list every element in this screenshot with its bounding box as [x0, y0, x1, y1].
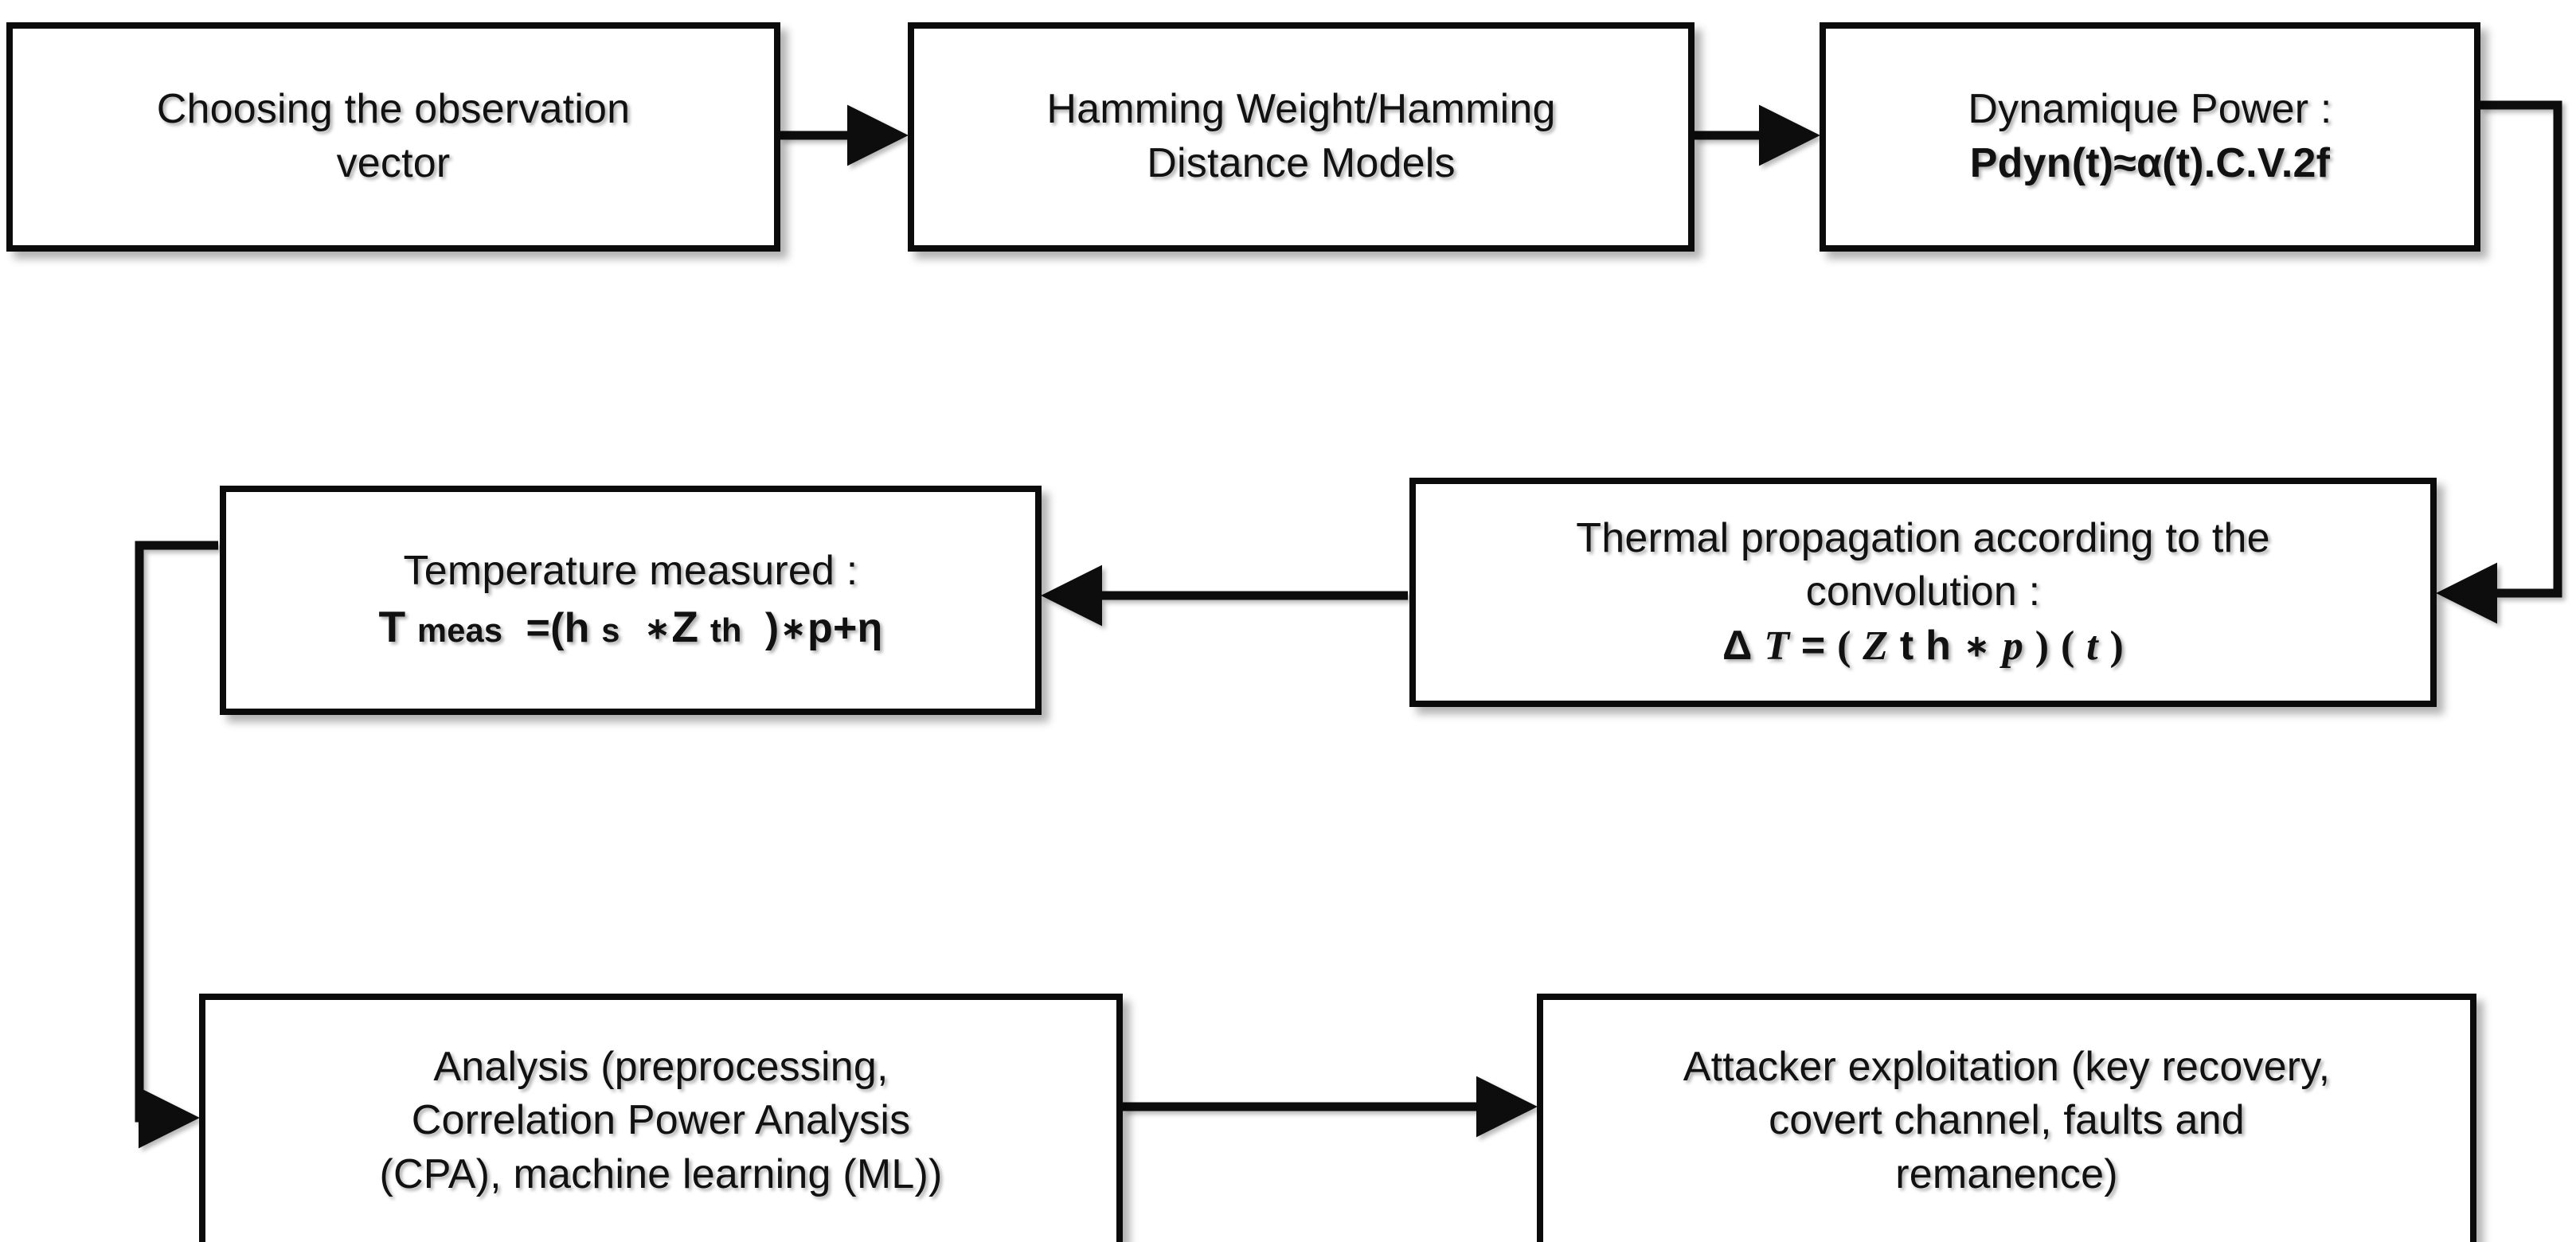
node-temperature-text: Temperature measured : T meas =(h s ∗Z t… [226, 545, 1035, 655]
formula-token-eq: =(h [526, 604, 590, 651]
node-observation-line1: Choosing the observation [156, 86, 631, 133]
node-thermal-line1: Thermal propagation according to the [1576, 514, 2270, 561]
node-hamming-line2: Distance Models [1147, 140, 1456, 186]
node-analysis[interactable]: Analysis (preprocessing, Correlation Pow… [199, 994, 1123, 1242]
formula-token-t: t [2086, 623, 2098, 669]
formula-token-close-paren: ) [2035, 623, 2050, 669]
node-analysis-line1: Analysis (preprocessing, [433, 1043, 889, 1090]
formula-token-th: th [709, 611, 742, 649]
node-thermal-text: Thermal propagation according to the con… [1416, 512, 2430, 674]
node-observation-vector[interactable]: Choosing the observation vector [6, 22, 780, 252]
node-dynpower-text: Dynamique Power : Pdyn(t)≈α(t).C.V.2f [1826, 83, 2474, 190]
node-temperature-label: Temperature measured : [403, 548, 858, 595]
node-dynpower-formula: Pdyn(t)≈α(t).C.V.2f [1969, 140, 2331, 186]
node-observation-line2: vector [336, 140, 451, 186]
node-attacker-text: Attacker exploitation (key recovery, cov… [1543, 1041, 2470, 1202]
formula-token-Z: Z [671, 601, 699, 651]
formula-token-eq: = [1800, 622, 1826, 669]
node-analysis-line2: Correlation Power Analysis [411, 1097, 911, 1144]
node-hamming-text: Hamming Weight/Hamming Distance Models [914, 83, 1688, 190]
node-analysis-line3: (CPA), machine learning (ML)) [379, 1150, 943, 1197]
formula-token-T: T [1764, 623, 1790, 669]
node-dynamic-power[interactable]: Dynamique Power : Pdyn(t)≈α(t).C.V.2f [1820, 22, 2480, 252]
formula-token-convolution-1: ∗ [644, 611, 670, 646]
node-temperature-measured[interactable]: Temperature measured : T meas =(h s ∗Z t… [220, 486, 1042, 715]
node-thermal-formula: Δ T = ( Z t h ∗ p ) ( t ) [1427, 619, 2419, 674]
node-attacker-line2: covert channel, faults and [1769, 1097, 2245, 1144]
formula-token-t-open-paren: ( [2060, 623, 2075, 669]
formula-token-delta: Δ [1722, 622, 1753, 669]
node-thermal-line2: convolution : [1805, 568, 2041, 615]
formula-token-open-paren: ( [1837, 623, 1851, 669]
formula-token-t-close-paren: ) [2109, 623, 2124, 669]
formula-token-close-paren: ) [764, 604, 780, 651]
node-hamming-models[interactable]: Hamming Weight/Hamming Distance Models [908, 22, 1695, 252]
node-analysis-text: Analysis (preprocessing, Correlation Pow… [205, 1041, 1116, 1202]
formula-token-s: s [601, 611, 620, 649]
formula-token-convolution: ∗ [1964, 629, 1990, 663]
formula-token-T: T [378, 601, 406, 651]
node-attacker-line1: Attacker exploitation (key recovery, [1683, 1043, 2331, 1090]
node-dynpower-label: Dynamique Power : [1968, 86, 2332, 133]
node-thermal-propagation[interactable]: Thermal propagation according to the con… [1409, 478, 2437, 707]
formula-token-tail: p+η [807, 604, 883, 651]
node-attacker-line3: remanence) [1895, 1150, 2118, 1197]
formula-token-p: p [2002, 623, 2024, 669]
formula-token-meas: meas [417, 611, 503, 649]
node-observation-text: Choosing the observation vector [13, 83, 774, 190]
formula-token-Z: Z [1863, 623, 1889, 669]
formula-token-convolution-2: ∗ [780, 611, 807, 646]
formula-token-th: t h [1899, 622, 1952, 669]
node-temperature-formula: T meas =(h s ∗Z th )∗p+η [237, 599, 1024, 656]
node-attacker-exploitation[interactable]: Attacker exploitation (key recovery, cov… [1537, 994, 2476, 1242]
node-hamming-line1: Hamming Weight/Hamming [1046, 86, 1556, 133]
